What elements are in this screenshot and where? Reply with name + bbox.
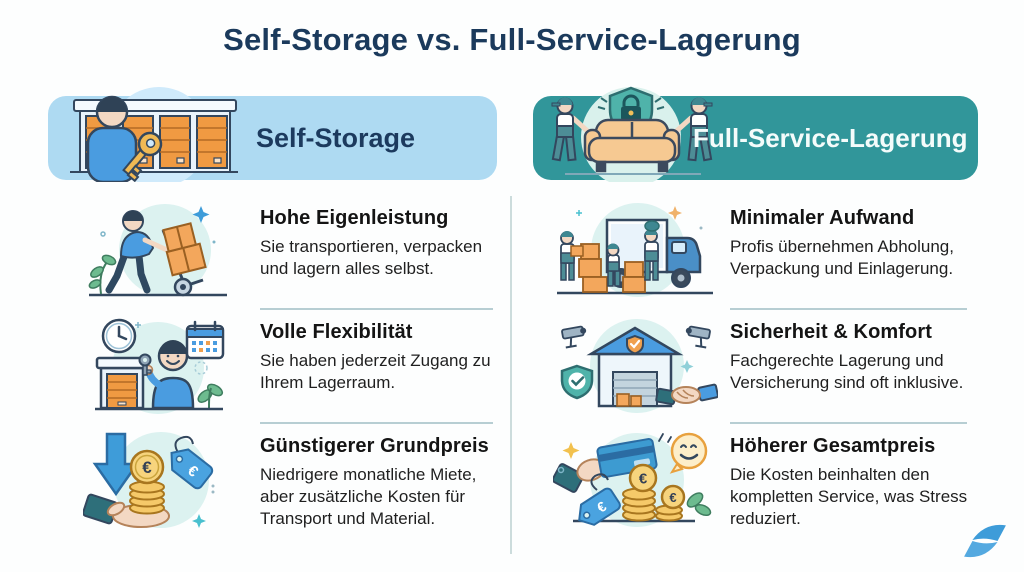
euro-symbol: € bbox=[669, 490, 676, 505]
item-divider bbox=[730, 308, 967, 310]
item-description: Sie haben jederzeit Zugang zu Ihrem Lage… bbox=[260, 351, 491, 393]
list-item: Hohe Eigenleistung Sie transportieren, v… bbox=[48, 196, 497, 308]
warehouse-shields-cameras-handshake-icon bbox=[533, 310, 730, 422]
movers-carrying-couch-shield-lock-icon bbox=[539, 82, 729, 182]
item-title: Hohe Eigenleistung bbox=[260, 207, 449, 229]
man-key-garage-clock-calendar-icon bbox=[48, 310, 260, 422]
item-title: Günstigerer Grundpreis bbox=[260, 435, 489, 457]
hand-credit-card-coins-smiley-euro-tag-icon: € € € bbox=[533, 424, 730, 550]
item-divider bbox=[260, 422, 493, 424]
item-title: Höherer Gesamtpreis bbox=[730, 435, 936, 457]
full-service-header: Full-Service-Lagerung bbox=[533, 86, 978, 182]
item-description: Sie transportieren, verpacken und lagern… bbox=[260, 237, 483, 279]
item-description: Niedrigere monatliche Miete, aber zusätz… bbox=[260, 465, 477, 529]
page-title: Self-Storage vs. Full-Service-Lagerung bbox=[223, 22, 801, 57]
item-title: Volle Flexibilität bbox=[260, 321, 413, 343]
brand-logo-icon bbox=[962, 518, 1008, 564]
hand-coins-down-arrow-euro-tag-icon: € € bbox=[48, 424, 260, 550]
list-item: € € bbox=[48, 424, 497, 550]
item-description: Profis übernehmen Abholung, Verpackung u… bbox=[730, 237, 954, 279]
item-description: Die Kosten beinhalten den kompletten Ser… bbox=[730, 465, 968, 529]
list-item: Minimaler Aufwand Profis übernehmen Abho… bbox=[533, 196, 978, 308]
full-service-header-label: Full-Service-Lagerung bbox=[693, 122, 968, 153]
full-service-column: Full-Service-Lagerung bbox=[533, 86, 978, 550]
item-title: Sicherheit & Komfort bbox=[730, 321, 933, 343]
column-divider bbox=[510, 196, 512, 554]
self-storage-header: Self-Storage bbox=[48, 87, 497, 182]
euro-symbol: € bbox=[142, 458, 152, 477]
man-pushing-hand-truck-boxes-icon bbox=[48, 196, 260, 308]
item-divider bbox=[730, 422, 967, 424]
man-with-key-storage-units-icon bbox=[54, 82, 244, 182]
item-description: Fachgerechte Lagerung und Versicherung s… bbox=[730, 351, 964, 393]
list-item: € € € bbox=[533, 424, 978, 550]
item-title: Minimaler Aufwand bbox=[730, 207, 915, 229]
euro-symbol: € bbox=[639, 471, 648, 488]
self-storage-column: Self-Storage bbox=[48, 87, 497, 550]
list-item: Sicherheit & Komfort Fachgerechte Lageru… bbox=[533, 310, 978, 422]
movers-loading-truck-boxes-icon bbox=[533, 196, 730, 308]
list-item: Volle Flexibilität Sie haben jederzeit Z… bbox=[48, 310, 497, 422]
item-divider bbox=[260, 308, 493, 310]
self-storage-header-label: Self-Storage bbox=[256, 122, 416, 153]
